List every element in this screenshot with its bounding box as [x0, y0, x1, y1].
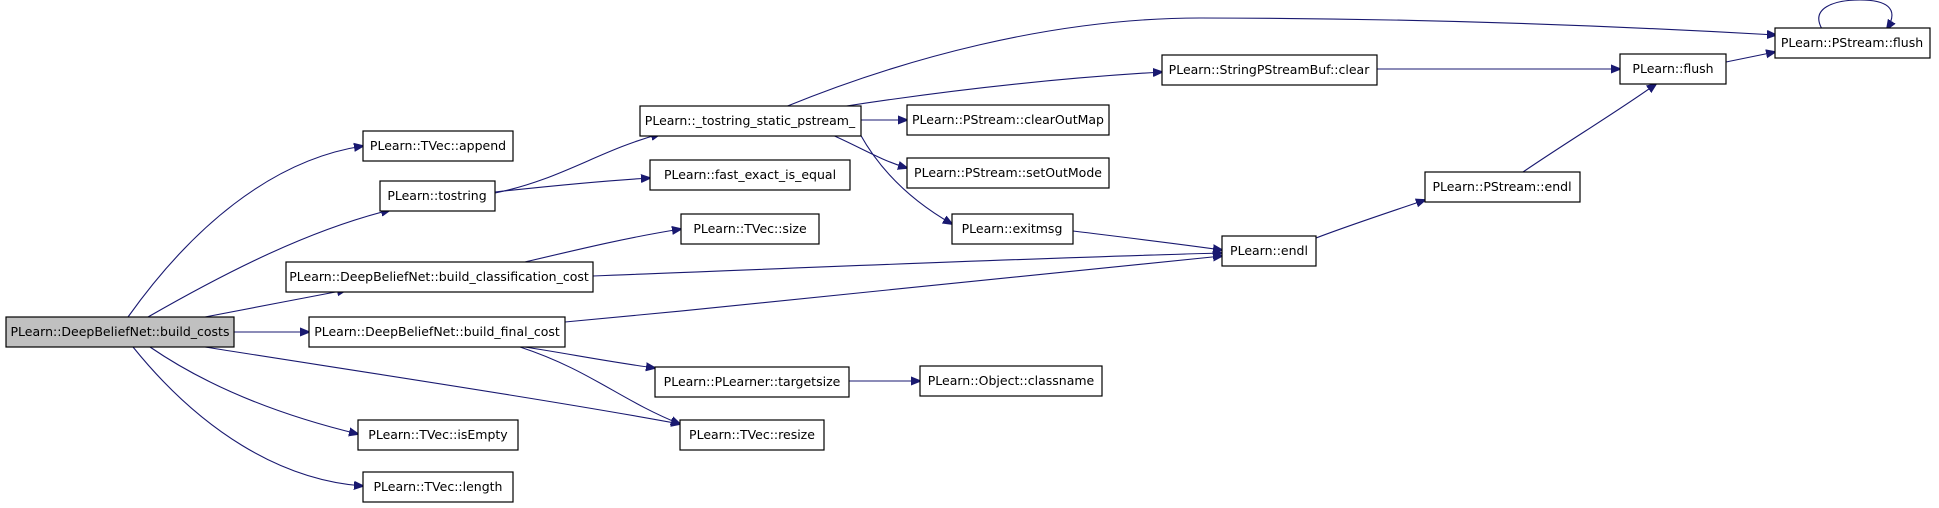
edge-final-cost-to-endl — [564, 256, 1222, 323]
node-build-final-cost[interactable]: PLearn::DeepBeliefNet::build_final_cost — [308, 316, 566, 348]
node-tvec-size[interactable]: PLearn::TVec::size — [680, 213, 820, 245]
node-object-classname[interactable]: PLearn::Object::classname — [919, 365, 1103, 397]
node-label-pstream-clearoutmap: PLearn::PStream::clearOutMap — [912, 112, 1104, 127]
node-label-endl: PLearn::endl — [1230, 243, 1308, 258]
edge-tostring-to-tostring-static — [494, 134, 660, 194]
edge-build-costs-to-resize — [204, 346, 680, 424]
node-build-costs[interactable]: PLearn::DeepBeliefNet::build_costs — [5, 316, 235, 348]
node-label-tvec-resize: PLearn::TVec::resize — [689, 427, 815, 442]
node-stringpstreambuf-clear[interactable]: PLearn::StringPStreamBuf::clear — [1161, 54, 1378, 86]
edge-classification-to-size — [524, 229, 681, 263]
node-label-tostring-static-pstream: PLearn::_tostring_static_pstream_ — [645, 113, 856, 128]
node-pstream-clearoutmap[interactable]: PLearn::PStream::clearOutMap — [906, 104, 1110, 136]
node-label-pstream-flush: PLearn::PStream::flush — [1781, 35, 1923, 50]
node-label-build-final-cost: PLearn::DeepBeliefNet::build_final_cost — [314, 324, 560, 339]
node-pstream-setoutmode[interactable]: PLearn::PStream::setOutMode — [906, 157, 1110, 189]
node-label-exitmsg: PLearn::exitmsg — [962, 221, 1063, 236]
edge-static-to-setoutmode — [829, 133, 907, 168]
edge-static-to-exitmsg — [859, 133, 952, 224]
edge-build-costs-to-tostring — [147, 210, 390, 318]
edge-final-cost-to-resize — [519, 346, 680, 424]
node-pstream-endl[interactable]: PLearn::PStream::endl — [1424, 171, 1581, 203]
edge-exitmsg-to-endl — [1072, 230, 1222, 250]
node-label-stringpstreambuf-clear: PLearn::StringPStreamBuf::clear — [1169, 62, 1371, 77]
node-label-tvec-isempty: PLearn::TVec::isEmpty — [368, 427, 508, 442]
edge-build-costs-to-length — [132, 346, 363, 486]
edge-build-costs-to-append — [127, 146, 363, 318]
node-flush[interactable]: PLearn::flush — [1619, 53, 1727, 85]
edge-build-costs-to-classification-cost — [204, 290, 346, 318]
node-endl[interactable]: PLearn::endl — [1221, 235, 1317, 267]
node-tvec-length[interactable]: PLearn::TVec::length — [362, 471, 514, 503]
nodes: PLearn::DeepBeliefNet::build_costs PLear… — [5, 27, 1931, 503]
node-label-pstream-endl: PLearn::PStream::endl — [1432, 179, 1571, 194]
edge-static-to-stringpstreambuf-clear — [839, 72, 1162, 108]
node-label-flush: PLearn::flush — [1632, 61, 1713, 76]
edge-final-cost-to-targetsize — [524, 346, 655, 368]
node-label-build-classification-cost: PLearn::DeepBeliefNet::build_classificat… — [289, 269, 589, 284]
node-label-pstream-setoutmode: PLearn::PStream::setOutMode — [914, 165, 1102, 180]
node-plearner-targetsize[interactable]: PLearn::PLearner::targetsize — [654, 366, 850, 398]
node-tvec-isempty[interactable]: PLearn::TVec::isEmpty — [357, 419, 519, 451]
node-tostring-static-pstream[interactable]: PLearn::_tostring_static_pstream_ — [639, 105, 862, 137]
edge-classification-to-endl — [592, 253, 1222, 277]
edge-endl-to-pstream-endl — [1315, 200, 1425, 239]
node-build-classification-cost[interactable]: PLearn::DeepBeliefNet::build_classificat… — [285, 261, 594, 293]
node-pstream-flush[interactable]: PLearn::PStream::flush — [1774, 27, 1931, 59]
edge-build-costs-to-isempty — [149, 346, 358, 434]
node-exitmsg[interactable]: PLearn::exitmsg — [951, 213, 1074, 245]
edge-flush-to-pstream-flush — [1725, 52, 1775, 63]
node-label-tvec-length: PLearn::TVec::length — [374, 479, 503, 494]
edge-pstream-flush-self-loop — [1818, 0, 1892, 29]
node-tvec-append[interactable]: PLearn::TVec::append — [362, 130, 514, 162]
node-label-fast-exact-is-equal: PLearn::fast_exact_is_equal — [664, 167, 836, 182]
node-label-plearner-targetsize: PLearn::PLearner::targetsize — [664, 374, 841, 389]
node-label-object-classname: PLearn::Object::classname — [928, 373, 1095, 388]
node-label-tvec-append: PLearn::TVec::append — [370, 138, 506, 153]
edge-pstream-endl-to-flush — [1522, 84, 1656, 173]
node-tvec-resize[interactable]: PLearn::TVec::resize — [679, 419, 825, 451]
node-fast-exact-is-equal[interactable]: PLearn::fast_exact_is_equal — [649, 159, 851, 191]
edge-tostring-to-fast-exact — [494, 178, 650, 193]
edges — [127, 0, 1892, 486]
node-label-tvec-size: PLearn::TVec::size — [693, 221, 807, 236]
node-tostring[interactable]: PLearn::tostring — [379, 180, 496, 212]
edge-static-to-pstream-flush — [784, 17, 1776, 108]
node-label-build-costs: PLearn::DeepBeliefNet::build_costs — [11, 324, 230, 339]
node-label-tostring: PLearn::tostring — [387, 188, 486, 203]
